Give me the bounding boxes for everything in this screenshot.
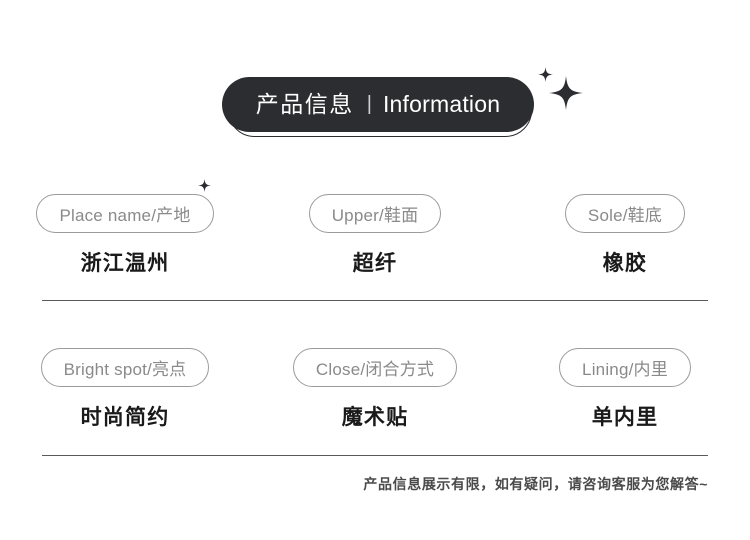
footer-note: 产品信息展示有限，如有疑问，请咨询客服为您解答~: [363, 476, 708, 492]
spec-item-close: Close/闭合方式 魔术贴: [250, 348, 500, 431]
sparkle-small-left-icon: [198, 179, 211, 192]
sparkle-small-top-right-icon: [538, 67, 553, 82]
spec-item-lining: Lining/内里 单内里: [500, 348, 750, 431]
header-banner: 产品信息 | Information: [0, 60, 750, 192]
spec-value: 魔术贴: [341, 406, 409, 429]
spec-label-pill: Close/闭合方式: [292, 348, 458, 387]
spec-row-1: Place name/产地 浙江温州 Upper/鞋面 超纤 Sole/鞋底 橡…: [0, 194, 750, 277]
spec-item-upper: Upper/鞋面 超纤: [250, 194, 500, 277]
spec-label-pill: Sole/鞋底: [564, 194, 686, 233]
spec-label-pill: Place name/产地: [36, 194, 214, 233]
spec-label-pill: Upper/鞋面: [308, 194, 442, 233]
spec-item-bright-spot: Bright spot/亮点 时尚简约: [0, 348, 250, 431]
divider-top: [42, 300, 708, 301]
spec-row-2: Bright spot/亮点 时尚简约 Close/闭合方式 魔术贴 Linin…: [0, 348, 750, 431]
header-pill-group: 产品信息 | Information: [222, 77, 534, 137]
spec-value: 浙江温州: [80, 252, 170, 275]
spec-value: 超纤: [352, 252, 398, 275]
header-title-en: Information: [382, 91, 501, 117]
spec-label-pill: Bright spot/亮点: [40, 348, 210, 387]
spec-value: 时尚简约: [80, 406, 170, 429]
spec-value: 橡胶: [602, 252, 648, 275]
header-title-separator: |: [366, 92, 372, 115]
sparkle-large-right-icon: [549, 76, 583, 110]
divider-bottom: [42, 455, 708, 456]
header-title-cn: 产品信息: [255, 91, 354, 117]
header-pill: 产品信息 | Information: [222, 77, 534, 132]
spec-label-pill: Lining/内里: [559, 348, 691, 387]
spec-value: 单内里: [591, 406, 659, 429]
spec-item-sole: Sole/鞋底 橡胶: [500, 194, 750, 277]
spec-item-place-name: Place name/产地 浙江温州: [0, 194, 250, 277]
